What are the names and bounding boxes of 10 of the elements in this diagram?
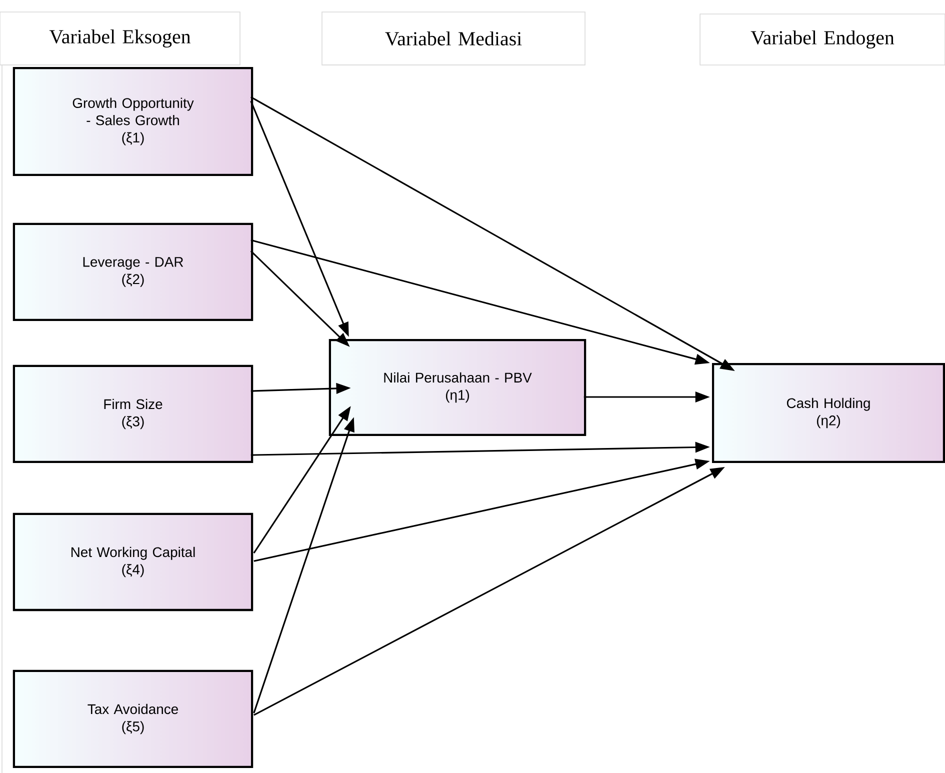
variable-box: Cash Holding (η2) <box>712 362 945 463</box>
variable-box: Firm Size (ξ3) <box>12 364 254 464</box>
variable-box: Leverage - DAR (ξ2) <box>12 222 254 322</box>
variable-box: Net Working Capital (ξ4) <box>12 512 254 612</box>
variable-box: Nilai Perusahaan - PBV (η1) <box>328 339 586 436</box>
header-tab: Variabel Mediasi <box>322 12 586 66</box>
variable-box: Tax Avoidance (ξ5) <box>12 670 254 768</box>
header-tab: Variabel Eksogen <box>0 12 240 66</box>
header-tab: Variabel Endogen <box>700 14 945 66</box>
variable-box: Growth Opportunity - Sales Growth (ξ1) <box>12 66 254 176</box>
